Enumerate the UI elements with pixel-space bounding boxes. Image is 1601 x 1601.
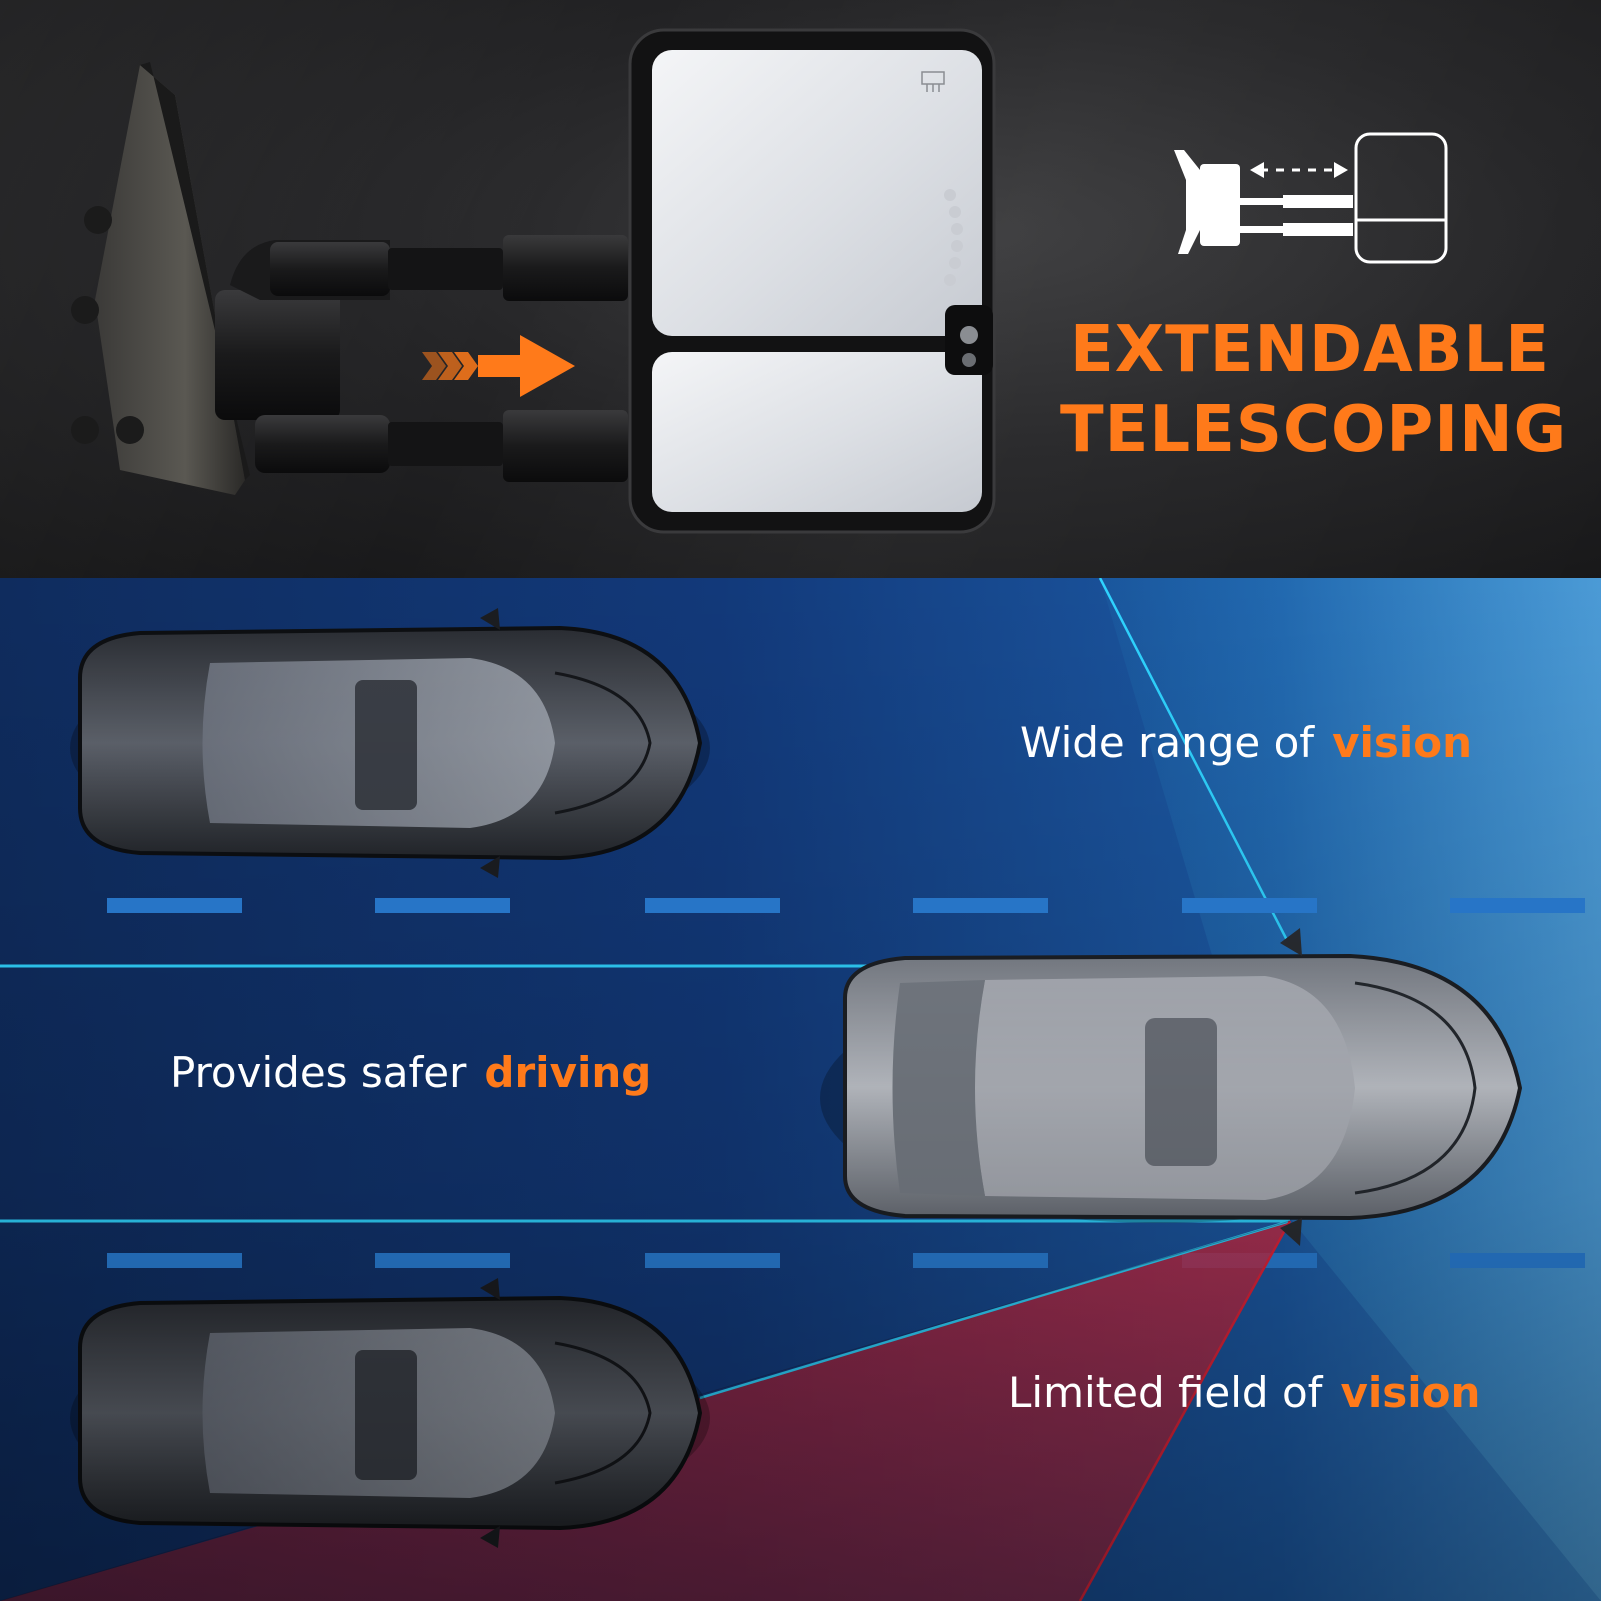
car-middle-right: [820, 928, 1523, 1246]
lower-extension-arm: [255, 410, 628, 482]
mirror-head: [628, 28, 996, 534]
caption-wide-range-accent: vision: [1332, 718, 1473, 767]
headline: EXTENDABLE TELESCOPING: [1060, 310, 1568, 470]
top-panel: EXTENDABLE TELESCOPING: [0, 0, 1601, 578]
headline-line-1: EXTENDABLE: [1070, 313, 1550, 387]
caption-safer-driving-text: Provides safer: [170, 1048, 467, 1097]
caption-limited-field-text: Limited field of: [1008, 1368, 1323, 1417]
lane-markings-upper: [107, 898, 1585, 913]
limited-vision-zone: [0, 1221, 1290, 1601]
lower-mirror-glass: [652, 352, 982, 512]
caption-wide-range-text: Wide range of: [1020, 718, 1315, 767]
telescoping-mirror-diagram-icon: [1174, 132, 1448, 264]
towing-mirror-image: [71, 28, 996, 534]
headline-line-2: TELESCOPING: [1060, 393, 1568, 467]
car-bottom-left: [70, 1278, 710, 1548]
limited-vision-edge-red: [1078, 1220, 1292, 1601]
upper-extension-arm: [270, 235, 628, 301]
upper-mirror-glass: [652, 50, 982, 336]
caption-wide-range: Wide range of vision: [1020, 718, 1472, 767]
car-top-left: [70, 608, 710, 878]
heated-glass-icon: [921, 71, 945, 92]
caption-safer-driving: Provides safer driving: [170, 1048, 651, 1097]
mirror-mount: [71, 62, 250, 495]
caption-limited-field-accent: vision: [1340, 1368, 1481, 1417]
caption-safer-driving-accent: driving: [484, 1048, 652, 1097]
limited-vision-edge-cyan: [699, 1219, 1291, 1400]
wide-vision-edge: [1098, 578, 1292, 947]
arrow-right-icon: [422, 335, 575, 397]
mirror-bracket: [215, 290, 340, 420]
caption-limited-field: Limited field of vision: [1008, 1368, 1480, 1417]
road-scene: [0, 578, 1601, 1601]
road-panel: Wide range of vision Provides safer drivin…: [0, 578, 1601, 1601]
